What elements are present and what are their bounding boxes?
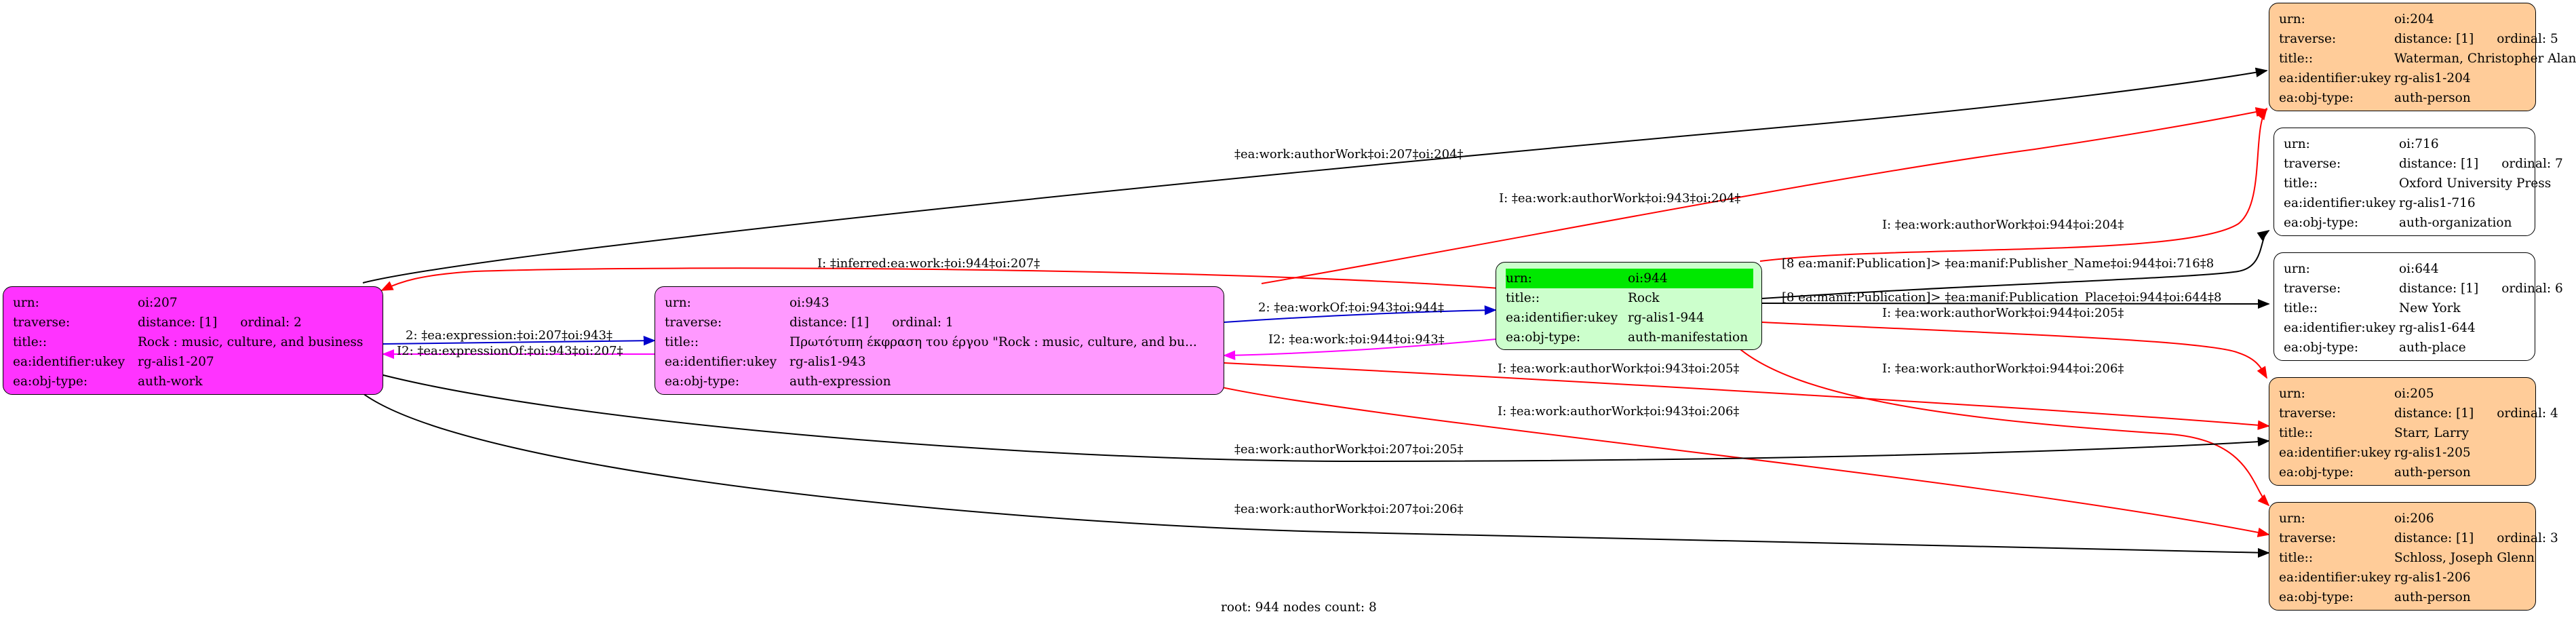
node-oi-206[interactable]: urn:oi:206 traverse:distance: [1]ordinal… [2269,502,2558,611]
node-row-traverse: traverse:distance: [1]ordinal: 5 [2279,32,2558,46]
node-row-obj-type: ea:obj-type:auth-organization [2284,216,2512,230]
node-row-title: title::Waterman, Christopher Alan [2279,52,2576,66]
node-row-urn: urn:oi:207 [13,296,178,310]
node-oi-205[interactable]: urn:oi:205 traverse:distance: [1]ordinal… [2269,377,2558,486]
edge-944-207 [380,267,1500,291]
node-row-title: title::Starr, Larry [2279,426,2470,440]
node-row-urn: urn:oi:944 [1506,269,1753,288]
edge-label-207-943: 2: ‡ea:expression:‡oi:207‡oi:943‡ [406,328,612,343]
node-row-urn: urn:oi:943 [665,296,830,310]
edge-label-943-944: 2: ‡ea:workOf:‡oi:943‡oi:944‡ [1258,301,1444,315]
node-row-traverse: traverse:distance: [1]ordinal: 2 [13,315,302,330]
node-row-obj-type: ea:obj-type:auth-place [2284,341,2466,355]
edge-label-943-207: I2: ‡ea:expressionOf:‡oi:943‡oi:207‡ [397,344,623,358]
node-oi-207[interactable]: urn:oi:207 traverse:distance: [1]ordinal… [3,286,383,395]
node-row-obj-type: ea:obj-type:auth-work [13,374,203,389]
edge-label-944-206: I: ‡ea:work:authorWork‡oi:944‡oi:206‡ [1882,362,2124,376]
node-row-title: title::Rock [1506,291,1660,305]
node-row-traverse: traverse:distance: [1]ordinal: 7 [2284,157,2563,171]
node-row-title: title::Rock : music, culture, and busine… [13,335,364,349]
edge-943-206 [1203,383,2270,537]
node-row-title: title::Schloss, Joseph Glenn [2279,551,2535,565]
edge-label-944-943: I2: ‡ea:work:‡oi:944‡oi:943‡ [1268,332,1445,347]
node-row-title: title::Oxford University Press [2284,176,2552,191]
edge-207-206 [362,393,2270,558]
edge-944-716 [1761,229,2270,299]
node-row-traverse: traverse:distance: [1]ordinal: 4 [2279,406,2558,421]
node-row-urn: urn:oi:206 [2279,511,2434,526]
node-row-traverse: traverse:distance: [1]ordinal: 1 [665,315,954,330]
edge-label-943-206: I: ‡ea:work:authorWork‡oi:943‡oi:206‡ [1498,404,1739,419]
edge-944-206 [1736,345,2270,507]
edge-label-943-204: I: ‡ea:work:authorWork‡oi:943‡oi:204‡ [1499,191,1740,206]
edge-207-204 [362,67,2268,284]
edge-label-207-204: ‡ea:work:authorWork‡oi:207‡oi:204‡ [1234,147,1464,161]
edge-label-944-207: I: ‡inferred:ea:work:‡oi:944‡oi:207‡ [817,256,1040,271]
node-row-obj-type: ea:obj-type:auth-expression [665,374,891,389]
node-row-title: title::Πρωτότυπη έκφραση του έργου "Rock… [665,335,1197,349]
node-row-obj-type: ea:obj-type:auth-person [2279,91,2471,105]
edge-944-644 [1761,298,2270,309]
node-row-title: title::New York [2284,301,2461,315]
edge-944-205 [1761,322,2267,379]
edge-label-944-716: [8 ea:manif:Publication]> ‡ea:manif:Publ… [1782,256,2214,271]
edge-944-943 [1223,339,1496,360]
node-oi-944[interactable]: urn:oi:944 title::Rock ea:identifier:uke… [1496,262,1762,350]
node-oi-716[interactable]: urn:oi:716 traverse:distance: [1]ordinal… [2273,128,2563,236]
node-row-urn: urn:oi:205 [2279,387,2434,401]
node-row-urn: urn:oi:204 [2279,12,2434,26]
edge-207-205 [362,369,2270,463]
edge-944-204 [1759,107,2268,262]
node-row-urn: urn:oi:644 [2284,262,2439,276]
node-oi-204[interactable]: urn:oi:204 traverse:distance: [1]ordinal… [2269,3,2576,111]
node-row-traverse: traverse:distance: [1]ordinal: 3 [2279,531,2558,545]
node-row-obj-type: ea:obj-type:auth-person [2279,590,2471,604]
node-oi-644[interactable]: urn:oi:644 traverse:distance: [1]ordinal… [2273,252,2563,361]
node-oi-943[interactable]: urn:oi:943 traverse:distance: [1]ordinal… [655,286,1224,395]
node-row-obj-type: ea:obj-type:auth-person [2279,465,2471,480]
edge-207-943 [383,336,656,346]
edge-label-943-205: I: ‡ea:work:authorWork‡oi:943‡oi:205‡ [1498,362,1739,376]
edge-label-944-205: I: ‡ea:work:authorWork‡oi:944‡oi:205‡ [1882,306,2124,320]
edge-label-207-205: ‡ea:work:authorWork‡oi:207‡oi:205‡ [1234,442,1464,457]
edge-943-944 [1224,305,1497,323]
graph-footer: root: 944 nodes count: 8 [1221,600,1377,615]
node-row-urn: urn:oi:716 [2284,137,2439,151]
edge-943-204 [1261,107,2268,284]
node-row-obj-type: ea:obj-type:auth-manifestation [1506,330,1749,345]
edge-label-207-206: ‡ea:work:authorWork‡oi:207‡oi:206‡ [1234,502,1464,516]
edge-label-944-644: [8 ea:manif:Publication]> ‡ea:manif:Publ… [1782,290,2221,305]
edge-943-205 [1224,362,2270,430]
node-row-traverse: traverse:distance: [1]ordinal: 6 [2284,282,2563,296]
edge-label-944-204: I: ‡ea:work:authorWork‡oi:944‡oi:204‡ [1882,218,2124,232]
